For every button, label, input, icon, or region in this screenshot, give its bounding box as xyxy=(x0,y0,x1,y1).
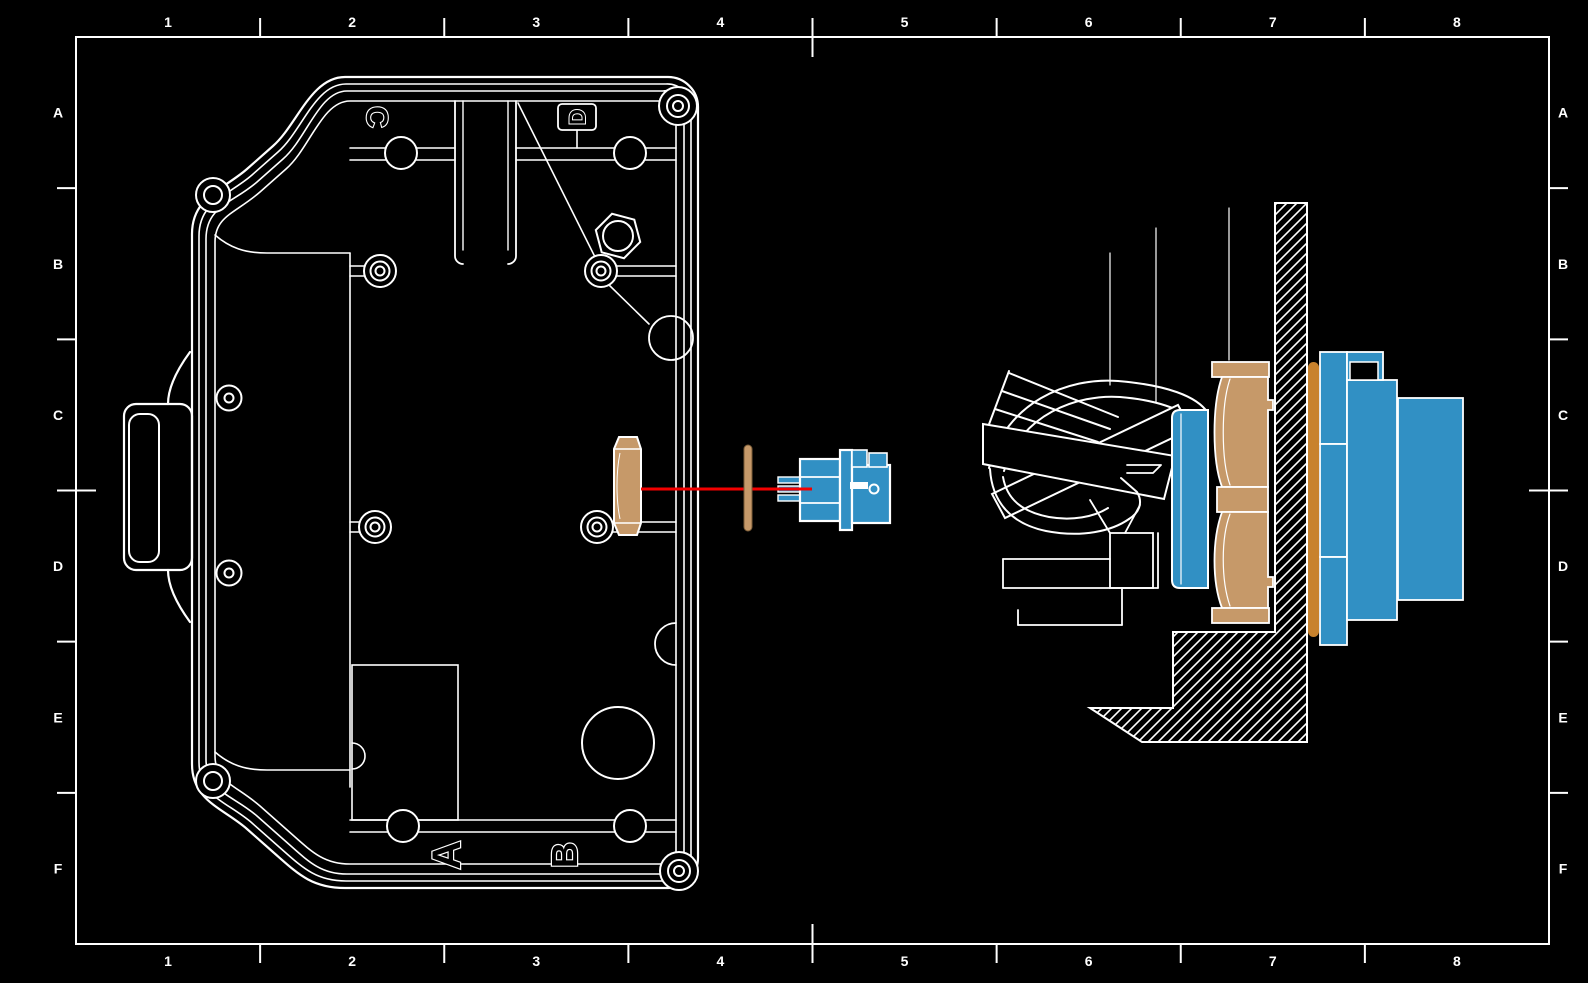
locknut-section xyxy=(1211,361,1274,624)
clamp-wing-fan xyxy=(987,370,1119,456)
grid-label: 3 xyxy=(532,953,540,969)
grid-label: E xyxy=(1558,709,1567,725)
bracket-base xyxy=(1002,499,1159,626)
locknut-side-view xyxy=(613,436,642,536)
grid-label: F xyxy=(54,860,63,876)
enclosure-flat-view: C D A B xyxy=(122,75,700,891)
coupling-ring-section xyxy=(1397,397,1464,601)
grid-label: C xyxy=(53,407,63,423)
grid-label: 8 xyxy=(1453,953,1461,969)
connector-body-section xyxy=(1319,351,1464,646)
exploded-assembly xyxy=(613,436,892,536)
grid-label: C xyxy=(1558,407,1568,423)
grid-label: 1 xyxy=(164,14,172,30)
cable-backshell-outline xyxy=(982,370,1209,626)
wall-half-circle xyxy=(654,622,677,666)
grid-label: F xyxy=(1559,860,1568,876)
frame-ticks xyxy=(57,18,1568,963)
grid-label: 7 xyxy=(1269,953,1277,969)
bayonet-slot xyxy=(1349,361,1379,381)
grid-label: 5 xyxy=(901,953,909,969)
grid-label: 6 xyxy=(1085,14,1093,30)
grid-label: 4 xyxy=(717,14,725,30)
grid-label: 4 xyxy=(717,953,725,969)
bottom-compartment xyxy=(351,664,459,821)
cable-flange xyxy=(122,350,194,624)
grid-label: 1 xyxy=(164,953,172,969)
grid-label: B xyxy=(53,256,63,272)
grid-label: B xyxy=(1558,256,1568,272)
grid-label: E xyxy=(53,709,62,725)
grid-label: 3 xyxy=(532,14,540,30)
plug-keyway-hole xyxy=(868,483,880,495)
screw-bosses xyxy=(215,136,677,843)
grid-label: 8 xyxy=(1453,14,1461,30)
large-clearance-circle xyxy=(581,706,655,780)
grid-label: D xyxy=(53,558,63,574)
embossed-marker-d: D xyxy=(565,109,590,125)
gasket xyxy=(1308,362,1319,637)
embossed-markers: C D A B xyxy=(359,103,597,871)
grid-label: A xyxy=(53,105,63,121)
grid-label: 5 xyxy=(901,14,909,30)
grid-label: 2 xyxy=(348,14,356,30)
grid-label: 7 xyxy=(1269,14,1277,30)
rear-coupling xyxy=(1171,409,1209,589)
plug-flange xyxy=(838,448,854,532)
corner-clearance-circle xyxy=(648,315,694,361)
panel-wall-hatched xyxy=(1086,202,1308,743)
embossed-marker-c: C xyxy=(360,106,393,128)
embossed-marker-b: B xyxy=(544,842,585,868)
clamp-strap-falling xyxy=(982,422,1177,501)
grid-label: D xyxy=(1558,558,1568,574)
grid-label: 6 xyxy=(1085,953,1093,969)
grid-label: A xyxy=(1558,105,1568,121)
cable-channel xyxy=(454,100,517,265)
sealing-washer xyxy=(743,444,753,532)
projection-lines xyxy=(1109,207,1230,403)
mounting-screws xyxy=(195,86,699,891)
section-view xyxy=(982,202,1464,743)
embossed-marker-a: A xyxy=(425,841,469,870)
grid-label: 2 xyxy=(348,953,356,969)
